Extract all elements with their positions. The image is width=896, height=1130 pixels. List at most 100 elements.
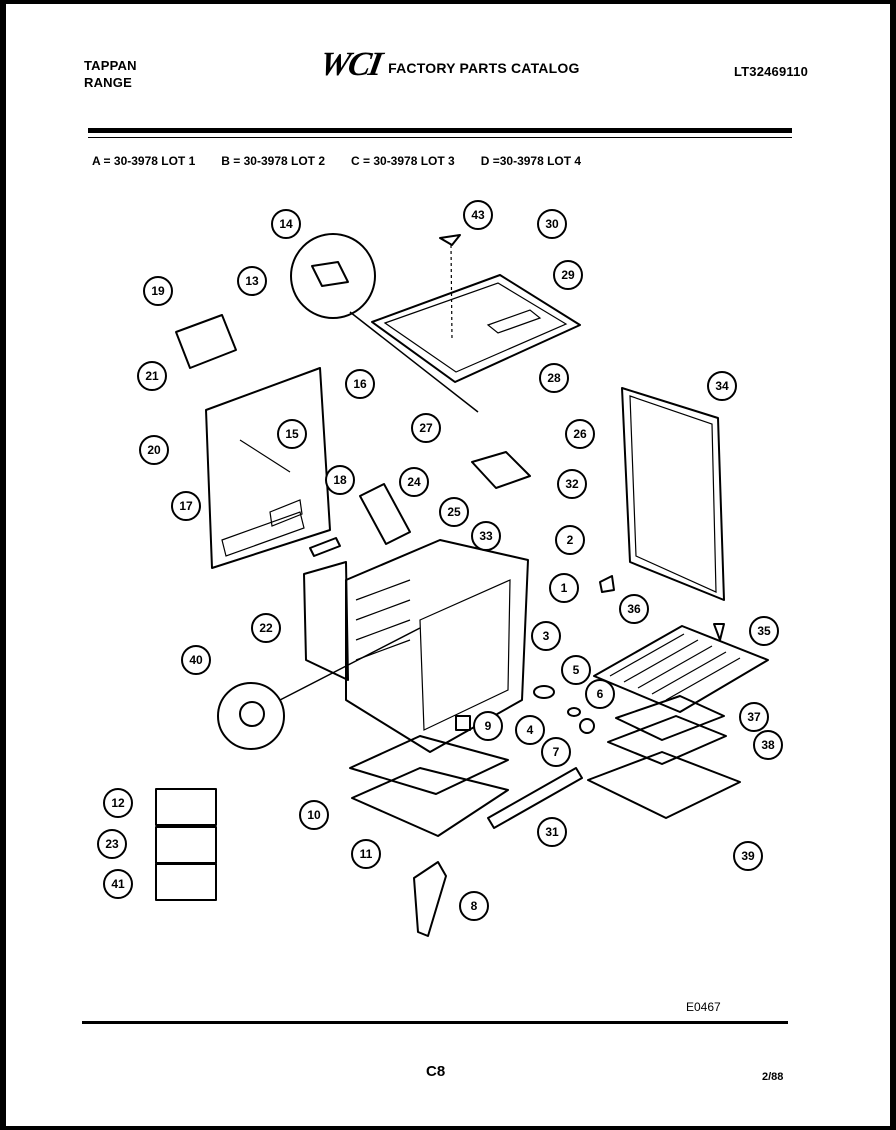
callout-2: 2 <box>555 525 585 555</box>
oven-rack <box>593 625 769 713</box>
callout-circle <box>753 730 783 760</box>
callout-number: 34 <box>715 379 729 393</box>
callout-circle <box>619 594 649 624</box>
lot-item: A = 30-3978 LOT 1 <box>92 154 196 168</box>
callout-20: 20 <box>139 435 169 465</box>
lot-legend: A = 30-3978 LOT 1 B = 30-3978 LOT 2 C = … <box>92 154 607 168</box>
callout-number: 31 <box>545 825 559 839</box>
callout-number: 7 <box>553 745 560 759</box>
drawer-rail <box>487 767 583 829</box>
callout-36: 36 <box>619 594 649 624</box>
callout-43: 43 <box>463 200 493 230</box>
callout-24: 24 <box>399 467 429 497</box>
callout-circle <box>299 800 329 830</box>
back-panel-label <box>269 499 303 527</box>
callout-6: 6 <box>585 679 615 709</box>
callout-7: 7 <box>541 737 571 767</box>
callout-15: 15 <box>277 419 307 449</box>
callout-number: 24 <box>407 475 421 489</box>
drawing-code: E0467 <box>686 1000 721 1014</box>
callout-number: 13 <box>245 274 259 288</box>
callout-circle <box>463 200 493 230</box>
callout-circle <box>143 276 173 306</box>
callout-number: 29 <box>561 268 575 282</box>
brand-name: TAPPAN <box>84 58 137 73</box>
oven-cavity <box>419 579 511 731</box>
callout-number: 23 <box>105 837 119 851</box>
callout-number: 15 <box>285 427 299 441</box>
callout-circle <box>549 573 579 603</box>
callout-number: 25 <box>447 505 461 519</box>
cap-part <box>579 718 595 734</box>
cooktop-panel <box>371 274 581 383</box>
hinge-box-23 <box>155 826 217 864</box>
callout-32: 32 <box>557 469 587 499</box>
callout-number: 40 <box>189 653 203 667</box>
callout-circle <box>277 419 307 449</box>
valve-part <box>533 685 555 699</box>
rack-guide <box>355 619 411 641</box>
hinge-box-12 <box>155 788 217 826</box>
callout-33: 33 <box>471 521 501 551</box>
page-number: C8 <box>426 1063 446 1080</box>
callout-25: 25 <box>439 497 469 527</box>
burner-plate <box>486 309 542 334</box>
door-liner <box>303 561 349 681</box>
callout-number: 43 <box>471 208 485 222</box>
callout-number: 11 <box>360 847 373 861</box>
detail-circle <box>290 233 376 319</box>
callout-28: 28 <box>539 363 569 393</box>
side-panel-inner <box>629 395 717 593</box>
callout-circle <box>515 715 545 745</box>
lot-item: C = 30-3978 LOT 3 <box>351 154 455 168</box>
lot-item: D =30-3978 LOT 4 <box>480 154 582 168</box>
foot-35 <box>713 623 725 641</box>
callout-circle <box>271 209 301 239</box>
broiler-pan <box>607 715 727 765</box>
callout-number: 5 <box>573 663 580 677</box>
callout-18: 18 <box>325 465 355 495</box>
callout-circle <box>103 869 133 899</box>
wire <box>239 439 291 473</box>
callout-circle <box>399 467 429 497</box>
vent-clip <box>309 537 341 557</box>
callout-number: 1 <box>561 581 568 595</box>
callout-number: 10 <box>307 808 321 822</box>
part-drawings <box>155 233 769 937</box>
callout-41: 41 <box>103 869 133 899</box>
back-panel <box>205 367 331 569</box>
broiler-pan-insert <box>615 695 725 741</box>
callout-circle <box>103 788 133 818</box>
callout-number: 39 <box>741 849 755 863</box>
callout-number: 21 <box>145 369 159 383</box>
callout-circle <box>97 829 127 859</box>
callout-9: 9 <box>473 711 503 741</box>
callout-circle <box>345 369 375 399</box>
callout-circle <box>473 711 503 741</box>
callout-10: 10 <box>299 800 329 830</box>
callout-circle <box>739 702 769 732</box>
callout-number: 4 <box>527 723 534 737</box>
brand-block: TAPPAN RANGE <box>84 57 137 91</box>
callout-number: 17 <box>179 499 193 513</box>
model-number: LT32469110 <box>733 64 808 79</box>
callout-number: 6 <box>597 687 604 701</box>
callout-number: 28 <box>547 371 561 385</box>
callout-circle <box>585 679 615 709</box>
detail-leader <box>349 311 479 413</box>
callout-number: 36 <box>627 602 641 616</box>
back-panel-vent <box>221 511 305 557</box>
callout-circle <box>553 260 583 290</box>
callout-circle <box>171 491 201 521</box>
callout-40: 40 <box>181 645 211 675</box>
callout-17: 17 <box>171 491 201 521</box>
catalog-sheet <box>6 4 890 1126</box>
revision-date: 2/88 <box>762 1071 784 1083</box>
callout-number: 35 <box>757 624 771 638</box>
callout-number: 30 <box>545 217 559 231</box>
side-panel <box>621 387 725 601</box>
header-rule-thin <box>88 137 792 138</box>
orifice-part <box>567 707 581 717</box>
callout-31: 31 <box>537 817 567 847</box>
